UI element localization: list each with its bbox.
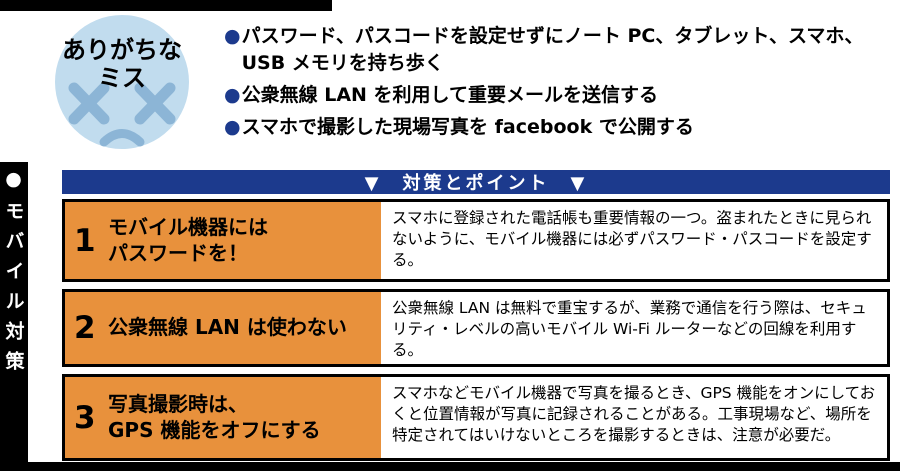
countermeasure-title-cell: 2 公衆無線 LAN は使わない [65,292,381,364]
bullet-icon: ● [224,83,241,106]
countermeasure-description: 公衆無線 LAN は無料で重宝するが、業務で通信を行う際は、セキュリティ・レベル… [392,299,867,359]
countermeasure-number: 2 [74,310,96,346]
mistake-text: パスワード、パスコードを設定せずにノート PC、タブレット、スマホ、USB メモ… [241,25,864,74]
mistake-item: ● スマホで撮影した現場写真を facebook で公開する [224,114,890,141]
countermeasure-row: 1 モバイル機器には パスワードを！ スマホに登録された電話帳も重要情報の一つ。… [62,199,890,282]
countermeasure-title: モバイル機器には パスワードを！ [108,214,268,265]
bullet-icon: ● [224,25,241,47]
mistake-item: ● 公衆無線 LAN を利用して重要メールを送信する [224,82,890,109]
badge-title-line2: ミス [98,64,146,93]
countermeasure-number: 3 [74,399,96,436]
section-sidebar-label: ●モバイル対策 [2,168,25,381]
countermeasure-description: スマホなどモバイル機器で写真を撮るとき、GPS 機能をオンにしておくと位置情報が… [392,384,876,444]
countermeasure-description: スマホに登録された電話帳も重要情報の一つ。盗まれたときに見られないように、モバイ… [392,209,872,269]
countermeasure-row: 2 公衆無線 LAN は使わない 公衆無線 LAN は無料で重宝するが、業務で通… [62,289,890,367]
common-mistakes-badge: ありがちな ミス [55,15,189,149]
countermeasures-header: ▼ 対策とポイント ▼ [62,170,890,194]
sad-face-icon [68,82,176,147]
mistake-text: スマホで撮影した現場写真を facebook で公開する [241,115,694,138]
countermeasure-title-cell: 1 モバイル機器には パスワードを！ [65,202,381,279]
badge-title-line1: ありがちな [62,36,182,64]
countermeasures-header-label: ▼ 対策とポイント ▼ [364,173,588,194]
countermeasure-row: 3 写真撮影時は、 GPS 機能をオフにする スマホなどモバイル機器で写真を撮る… [62,374,890,461]
countermeasure-title: 公衆無線 LAN は使わない [108,315,347,340]
bullet-icon: ● [224,115,241,138]
mistake-item: ● パスワード、パスコードを設定せずにノート PC、タブレット、スマホ、USB … [224,23,890,77]
mistakes-list: ● パスワード、パスコードを設定せずにノート PC、タブレット、スマホ、USB … [224,23,890,146]
countermeasure-number: 1 [74,222,96,259]
top-rule [0,0,332,11]
badge-title: ありがちな ミス [55,36,189,93]
countermeasure-title-cell: 3 写真撮影時は、 GPS 機能をオフにする [65,377,381,458]
section-sidebar: ●モバイル対策 [0,162,28,471]
mistake-text: 公衆無線 LAN を利用して重要メールを送信する [241,83,658,106]
countermeasure-title: 写真撮影時は、 GPS 機能をオフにする [108,391,321,442]
bottom-rule [0,462,900,471]
